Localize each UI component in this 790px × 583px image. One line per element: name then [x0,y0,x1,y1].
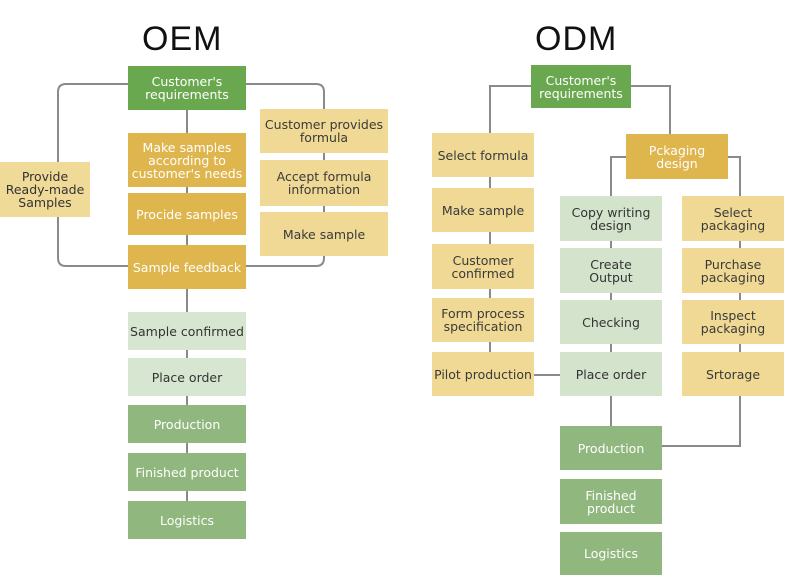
oem-make-samples-customer-needs: Make samples according to customer's nee… [128,133,246,187]
odm-select-packaging: Select packaging [682,196,784,241]
odm-production: Production [560,426,662,470]
oem-customer-provides-formula: Customer provides formula [260,109,388,153]
odm-storage: Srtorage [682,352,784,396]
oem-procide-samples: Procide samples [128,193,246,235]
odm-purchase-packaging: Purchase packaging [682,248,784,293]
oem-make-sample: Make sample [260,212,388,256]
oem-finished-product: Finished product [128,453,246,491]
odm-select-formula: Select formula [432,133,534,177]
odm-create-output: Create Output [560,248,662,293]
odm-checking: Checking [560,300,662,344]
oem-production: Production [128,405,246,443]
oem-title: OEM [142,20,223,58]
odm-copy-writing-design: Copy writing design [560,196,662,241]
odm-finished-product: Finished product [560,479,662,524]
oem-sample-confirmed: Sample confirmed [128,312,246,350]
odm-title: ODM [535,20,618,58]
odm-customer-confirmed: Customer confirmed [432,244,534,289]
odm-form-process-specification: Form process specification [432,298,534,342]
oem-logistics: Logistics [128,501,246,539]
oem-accept-formula-information: Accept formula information [260,160,388,206]
odm-make-sample: Make sample [432,188,534,232]
odm-packaging-design: Pckaging design [626,134,728,179]
oem-provide-ready-made-samples: Provide Ready-made Samples [0,162,90,217]
odm-logistics: Logistics [560,532,662,575]
oem-place-order: Place order [128,358,246,396]
oem-customer-requirements: Customer's requirements [128,66,246,110]
odm-place-order: Place order [560,352,662,396]
odm-pilot-production: Pilot production [432,352,534,396]
oem-sample-feedback: Sample feedback [128,245,246,289]
odm-inspect-packaging: Inspect packaging [682,300,784,344]
odm-customer-requirements: Customer's requirements [531,65,631,108]
